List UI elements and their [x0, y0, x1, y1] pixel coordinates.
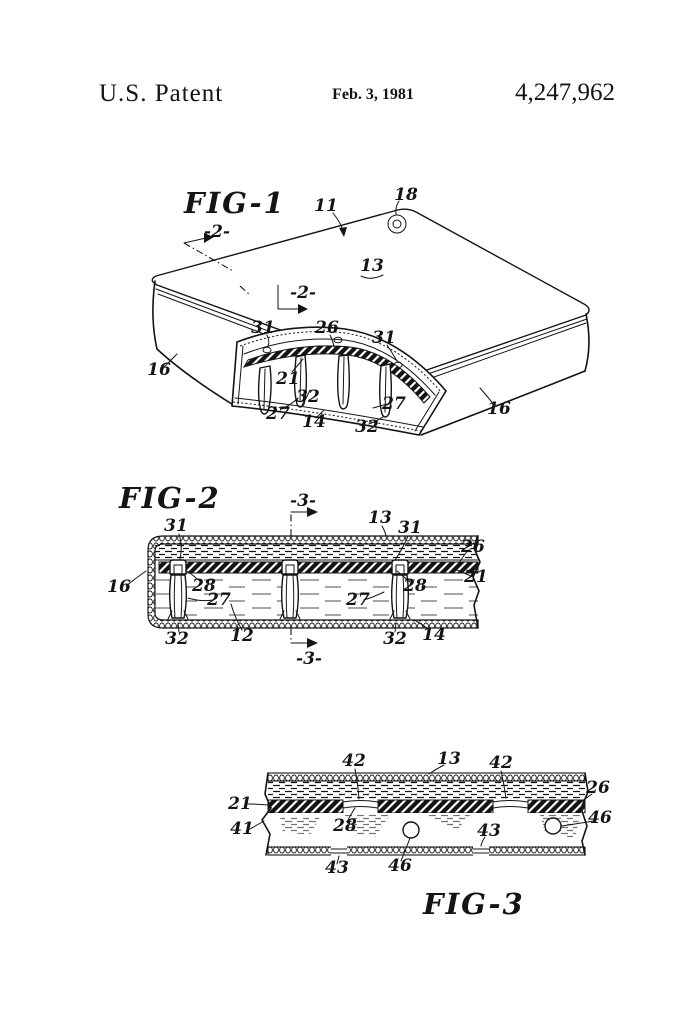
fig1-caption: FIG-1 — [183, 186, 286, 220]
membrane-segment — [267, 799, 344, 814]
ref-label-13-top: 13 — [360, 256, 384, 276]
ref-label-31-right: 31 — [398, 518, 422, 538]
foam-layer — [268, 781, 585, 799]
fig3-leaders — [247, 764, 595, 865]
ref-label-16-left: 16 — [147, 360, 171, 380]
ref-label-27-bottom: 27 — [265, 404, 290, 424]
ref-label-32-left: 32 — [165, 629, 189, 649]
ref-label-16: 16 — [107, 577, 131, 597]
baffles-and-tabs — [167, 559, 411, 620]
hole-46 — [402, 821, 420, 839]
section-marker-3-bottom: -3- — [296, 649, 322, 669]
ref-label-12: 12 — [230, 626, 254, 646]
broken-edge-left — [261, 772, 272, 856]
ref-label-13: 13 — [368, 508, 392, 528]
fig2-caption: FIG-2 — [118, 481, 221, 515]
weld-seam — [492, 800, 529, 809]
ref-label-32-right: 32 — [383, 629, 407, 649]
section-marker-3-top: -3- — [290, 491, 316, 511]
ref-label-13: 13 — [437, 749, 461, 769]
bottom-wall — [267, 846, 586, 856]
figure-1-drawing: -2- -2- FIG-1 11 18 13 31 26 31 16 2 — [147, 185, 590, 437]
fill-valve — [387, 214, 407, 234]
ref-label-41: 41 — [230, 819, 254, 839]
ref-label-27-right: 27 — [345, 590, 370, 610]
ref-label-42-left: 42 — [342, 751, 366, 771]
ref-label-28: 28 — [332, 816, 357, 836]
weld-neck — [472, 848, 490, 854]
ref-label-28-left: 28 — [191, 576, 216, 596]
ref-label-28-right: 28 — [402, 576, 427, 596]
fig2-leaders — [125, 525, 472, 633]
ref-label-18: 18 — [394, 185, 418, 205]
section-marker-2-bottom: -2- — [290, 283, 316, 303]
top-wall — [267, 772, 586, 782]
section-marker-2-top: -2- — [204, 222, 230, 242]
detail-band — [261, 772, 589, 856]
ref-label-27-right: 27 — [381, 394, 406, 414]
hole-46 — [544, 817, 562, 835]
section-body — [147, 535, 481, 629]
patent-number: 4,247,962 — [515, 79, 615, 106]
ref-label-27-left: 27 — [206, 590, 231, 610]
ref-label-21: 21 — [275, 369, 300, 389]
ref-label-14: 14 — [302, 412, 326, 432]
ref-label-46-right: 46 — [588, 808, 612, 828]
broken-edge — [472, 535, 481, 629]
fig1-leaders — [163, 200, 496, 425]
ref-label-26: 26 — [460, 537, 485, 557]
ref-label-21: 21 — [463, 567, 488, 587]
ref-label-26: 26 — [314, 318, 339, 338]
ref-label-43-right: 43 — [477, 821, 501, 841]
ref-label-26: 26 — [585, 778, 610, 798]
water-chamber — [155, 574, 478, 618]
ref-label-31-left: 31 — [164, 516, 188, 536]
section-line-2-2: -2- -2- — [183, 222, 316, 314]
ref-label-42-right: 42 — [489, 753, 513, 773]
ref-label-21: 21 — [227, 794, 252, 814]
membrane-segment — [377, 799, 494, 814]
foam-layer — [155, 544, 478, 560]
figure-3-drawing: 42 13 42 26 21 46 41 28 43 43 46 FIG-3 — [227, 749, 612, 921]
patent-date: Feb. 3, 1981 — [332, 86, 414, 103]
ref-label-11: 11 — [314, 196, 338, 216]
weld-neck — [330, 848, 348, 854]
ref-label-16-right: 16 — [487, 399, 511, 419]
membrane-band — [158, 561, 479, 574]
ref-label-31-left: 31 — [251, 318, 275, 338]
ref-label-14: 14 — [422, 625, 446, 645]
membrane-segment — [527, 799, 586, 814]
ref-label-43-bottom: 43 — [325, 858, 349, 878]
ref-label-31-right: 31 — [372, 328, 396, 348]
baffle-strips — [257, 354, 393, 418]
broken-edge-right — [580, 772, 589, 856]
weld-seam — [342, 800, 379, 809]
ref-label-32-mid: 32 — [296, 387, 320, 407]
membrane-strip — [242, 345, 431, 404]
figure-2-drawing: -3- -3- FIG-2 31 13 31 26 21 16 28 27 2 — [107, 481, 488, 669]
patent-title: U.S. Patent — [99, 80, 224, 107]
ref-label-46-bottom: 46 — [388, 856, 412, 876]
section-line-3-3: -3- -3- — [290, 491, 322, 669]
ref-label-32-bottom: 32 — [355, 417, 379, 437]
fig3-caption: FIG-3 — [422, 887, 525, 921]
